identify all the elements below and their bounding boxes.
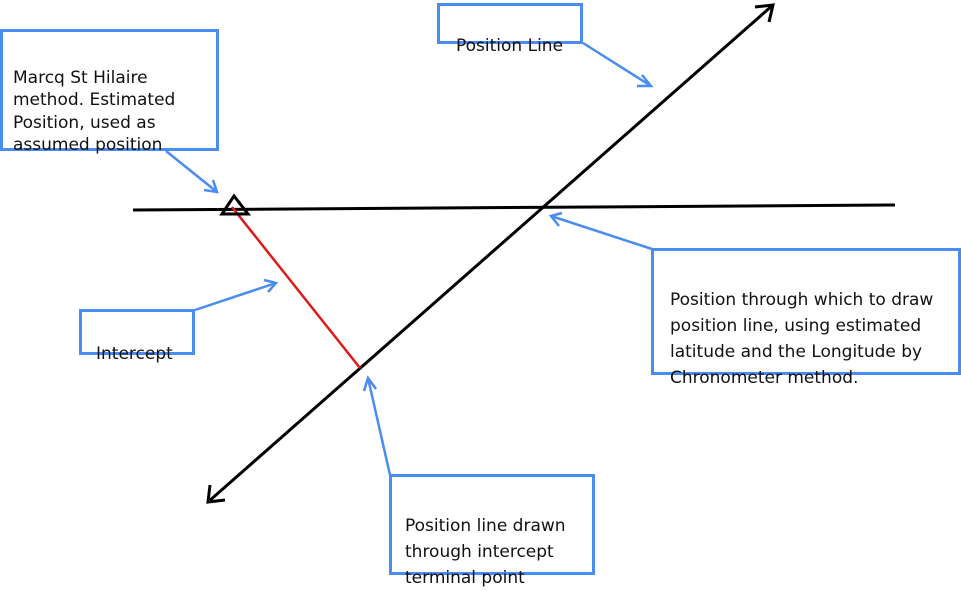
arrow-icon [548, 211, 563, 227]
callout-assumed-position: Marcq St Hilaire method. Estimated Posit… [0, 29, 219, 155]
callout-position-line-text: Position Line [456, 36, 564, 56]
callout-arrow-drawn [366, 377, 392, 476]
latitude-line [132, 203, 896, 212]
arrow-icon [637, 74, 654, 88]
callout-arrow-through [550, 214, 653, 251]
callout-arrow-marcq [165, 150, 218, 193]
arrow-icon [263, 278, 279, 293]
callout-intersection-position: Position through which to draw position … [651, 248, 961, 388]
callout-intersection-position-text: Position through which to draw position … [670, 290, 934, 388]
position-line [207, 3, 774, 504]
callout-intercept: Intercept [79, 309, 195, 364]
intercept-line [231, 206, 361, 369]
diagram-canvas [132, 3, 896, 504]
callout-intercept-text: Intercept [96, 344, 173, 364]
arrow-icon [362, 375, 378, 392]
arrow-icon [754, 3, 775, 23]
callout-arrow-intercept [194, 281, 277, 312]
callout-terminal-point: Position line drawn through intercept te… [389, 474, 595, 588]
callout-position-line: Position Line [437, 3, 583, 56]
triangle-icon [219, 193, 252, 216]
callout-arrow-posline [582, 41, 652, 88]
arrow-icon [203, 179, 219, 194]
callout-assumed-position-text: Marcq St Hilaire method. Estimated Posit… [13, 67, 176, 156]
arrow-icon [206, 484, 226, 504]
